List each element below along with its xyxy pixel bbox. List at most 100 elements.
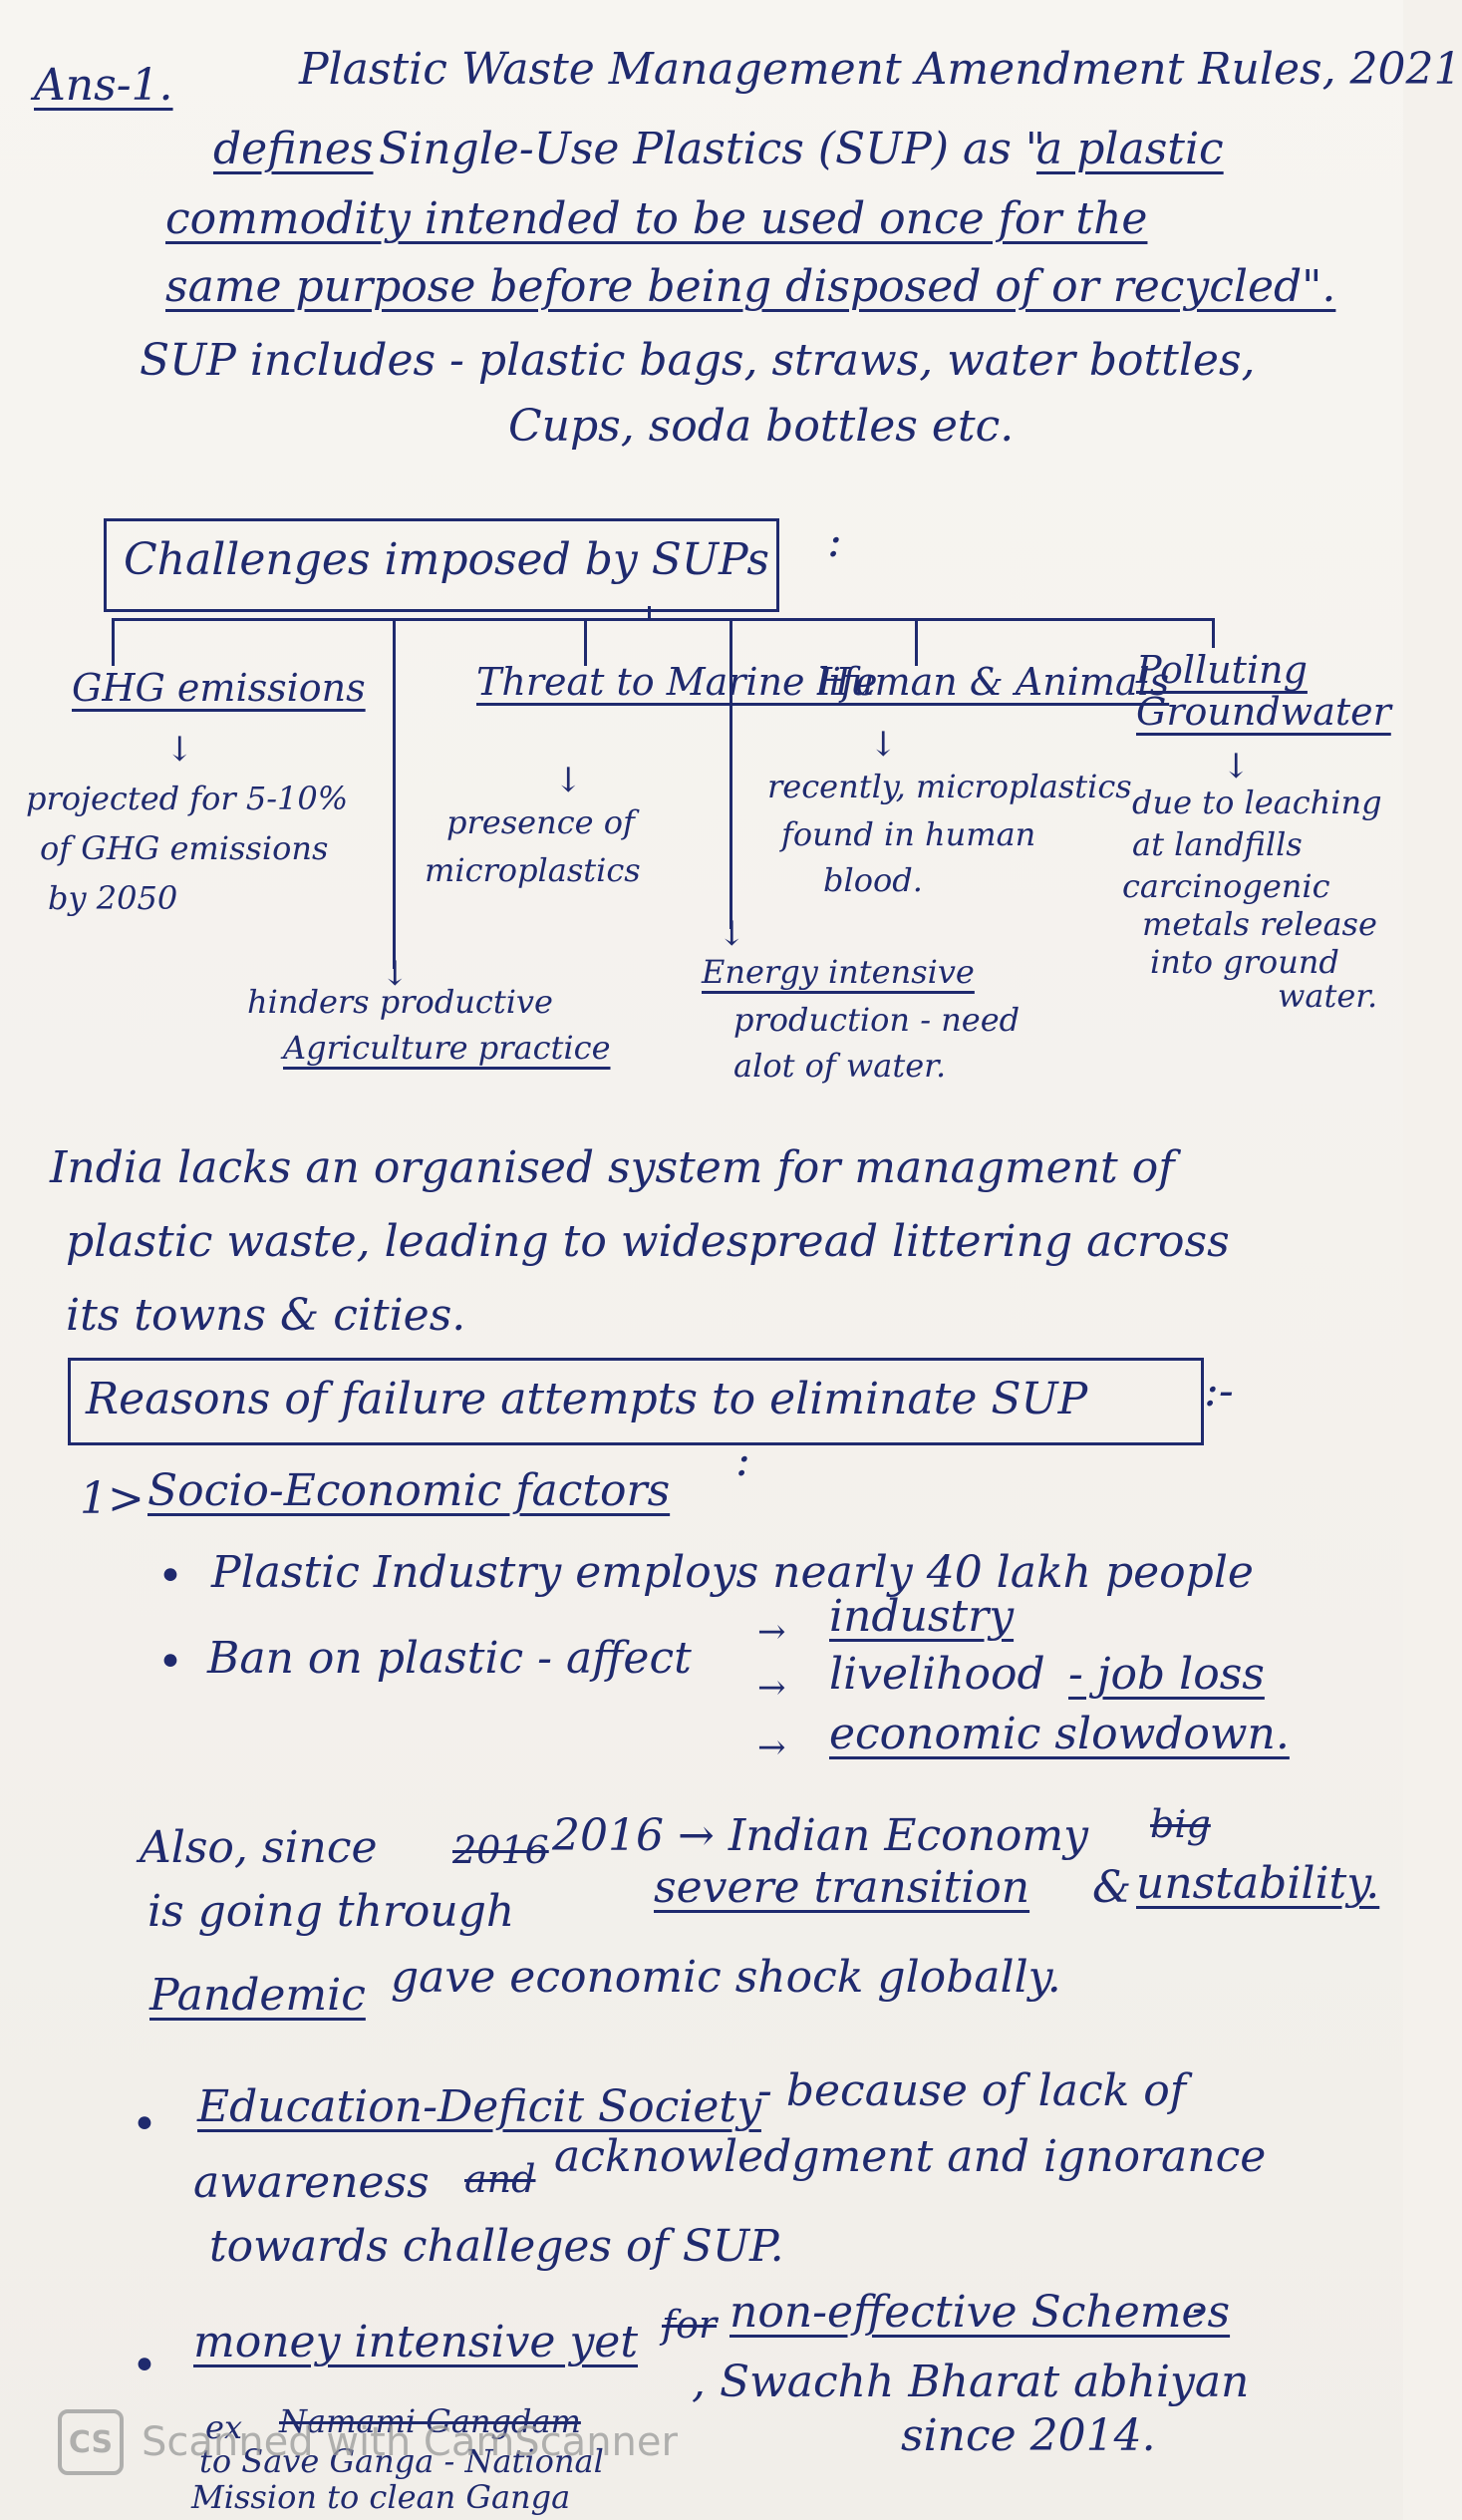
arrow-human-icon: ↓ [869, 725, 898, 765]
ground-desc-1: due to leaching [1132, 784, 1382, 821]
also-1-strike-2: big [1150, 1802, 1211, 1846]
ex-d: to Save Ganga - National [199, 2442, 604, 2480]
intro-line-4: same purpose before being disposed of or… [165, 261, 1336, 312]
branch-ground [1212, 618, 1215, 648]
money-1a: money intensive yet [193, 2317, 639, 2367]
intro-line-5: SUP includes - plastic bags, straws, wat… [140, 335, 1256, 386]
also-3a: Pandemic [149, 1970, 366, 2021]
ground-title: Polluting Groundwater [1136, 648, 1391, 734]
human-desc-1: recently, microplastics [767, 768, 1132, 805]
edu-2a: awareness [193, 2157, 430, 2208]
branch-human [915, 618, 918, 666]
also-1a: Also, since [140, 1822, 378, 1873]
intro-line-2a: defines [213, 124, 374, 174]
bullet-4-icon: • [132, 2341, 157, 2391]
challenges-title: Challenges imposed by SUPs [124, 534, 769, 585]
edu-2-strike: and [464, 2157, 536, 2201]
branch-marine [584, 618, 587, 666]
branch-energy [730, 620, 732, 929]
edu-3: towards challeges of SUP. [209, 2221, 784, 2272]
socio-title: Socio-Economic factors [147, 1465, 671, 1516]
camscanner-logo-icon: CS [58, 2409, 124, 2475]
tree-bar [112, 618, 1214, 621]
reasons-title: Reasons of failure attempts to eliminate… [86, 1374, 1088, 1424]
arrow-economy-icon: → [757, 1728, 786, 1767]
intro-line-2c: a plastic [1036, 124, 1224, 174]
money-1-strike: for [662, 2303, 718, 2347]
agri-title: hinders productive [247, 983, 553, 1021]
bullet-1: Plastic Industry employs nearly 40 lakh … [211, 1547, 1254, 1598]
energy-title: Energy intensive [702, 953, 975, 991]
watermark-text: Scanned with CamScanner [142, 2419, 678, 2465]
bullet-2-icon: • [157, 1637, 183, 1688]
india-line-3: its towns & cities. [66, 1290, 466, 1341]
also-2a: is going through [147, 1886, 515, 1937]
human-desc-3: blood. [823, 861, 923, 899]
ex-a: ex [205, 2408, 242, 2446]
arrow-ground-icon: ↓ [1222, 747, 1251, 787]
ex-b: , Swachh Bharat abhiyan [692, 2357, 1250, 2407]
marine-desc-2: microplastics [425, 851, 641, 889]
affect-industry: industry [829, 1591, 1015, 1642]
bullet-1-icon: • [157, 1551, 183, 1602]
human-desc-2: found in human [781, 815, 1036, 853]
branch-ghg [112, 618, 115, 666]
also-2d: unstability. [1136, 1858, 1380, 1909]
arrow-agri-icon: ↓ [381, 954, 410, 994]
intro-line-3: commodity intended to be used once for t… [165, 193, 1148, 244]
challenges-colon: : [827, 516, 842, 567]
tree-stem [648, 606, 651, 620]
also-2c: & [1092, 1862, 1132, 1913]
ghg-title: GHG emissions [72, 666, 366, 710]
energy-sub-2: alot of water. [733, 1047, 947, 1085]
bullet-2: Ban on plastic - affect [207, 1633, 692, 1684]
branch-agri [393, 620, 396, 969]
ex-c: since 2014. [901, 2410, 1156, 2461]
ex-strike: Namami Gangdam [279, 2402, 581, 2440]
marine-desc-1: presence of [446, 803, 635, 841]
bullet-3-icon: • [132, 2099, 157, 2150]
ex-e: Mission to clean Ganga [191, 2478, 571, 2516]
ans-label: Ans-1. [34, 60, 173, 111]
intro-line-2b: Single-Use Plastics (SUP) as " [379, 124, 1046, 174]
also-2b: severe transition [654, 1862, 1030, 1913]
ground-desc-6: water. [1278, 977, 1378, 1015]
edu-1b: - because of lack of [757, 2065, 1187, 2116]
socio-colon: : [735, 1435, 750, 1486]
also-1-strike: 2016 [452, 1828, 549, 1872]
arrow-marine-icon: ↓ [554, 761, 583, 800]
ground-desc-4: metals release [1142, 905, 1377, 943]
challenges-title-box [104, 518, 779, 612]
also-3b: gave economic shock globally. [391, 1952, 1061, 2003]
affect-livelihood: livelihood [829, 1649, 1045, 1700]
money-1b: non-effective Schemes [730, 2287, 1231, 2338]
ghg-desc-3: by 2050 [48, 879, 178, 917]
arrow-livelihood-icon: → [757, 1668, 786, 1708]
intro-line-6: Cups, soda bottles etc. [508, 401, 1015, 452]
india-line-1: India lacks an organised system for mana… [50, 1142, 1175, 1193]
ground-desc-2: at landfills [1132, 825, 1303, 863]
money-1c: - [1192, 2283, 1207, 2334]
camscanner-watermark: CS Scanned with CamScanner [58, 2409, 735, 2475]
socio-number: 1> [80, 1473, 145, 1524]
reasons-suffix: :- [1204, 1366, 1234, 1417]
job-loss: - job loss [1068, 1649, 1265, 1700]
ground-desc-5: into ground [1150, 943, 1339, 981]
agri-sub: Agriculture practice [283, 1029, 611, 1067]
arrow-ghg-icon: ↓ [165, 730, 194, 770]
human-title: Human & Animals [817, 660, 1170, 704]
also-1b: 2016 → Indian Economy [552, 1810, 1088, 1861]
energy-sub: production - need [733, 1001, 1021, 1039]
arrow-industry-icon: → [757, 1612, 786, 1652]
ghg-desc-1: projected for 5-10% [26, 780, 349, 817]
affect-economy: economic slowdown. [829, 1709, 1290, 1759]
edu-2b: acknowledgment and ignorance [554, 2131, 1267, 2182]
marine-title: Threat to Marine life [476, 660, 878, 704]
india-line-2: plastic waste, leading to widespread lit… [66, 1216, 1230, 1267]
arrow-energy-icon: ↓ [718, 914, 746, 954]
edu-title: Education-Deficit Society [197, 2081, 761, 2132]
ghg-desc-2: of GHG emissions [40, 829, 329, 867]
ground-desc-3: carcinogenic [1122, 867, 1330, 905]
reasons-title-box [68, 1358, 1204, 1445]
